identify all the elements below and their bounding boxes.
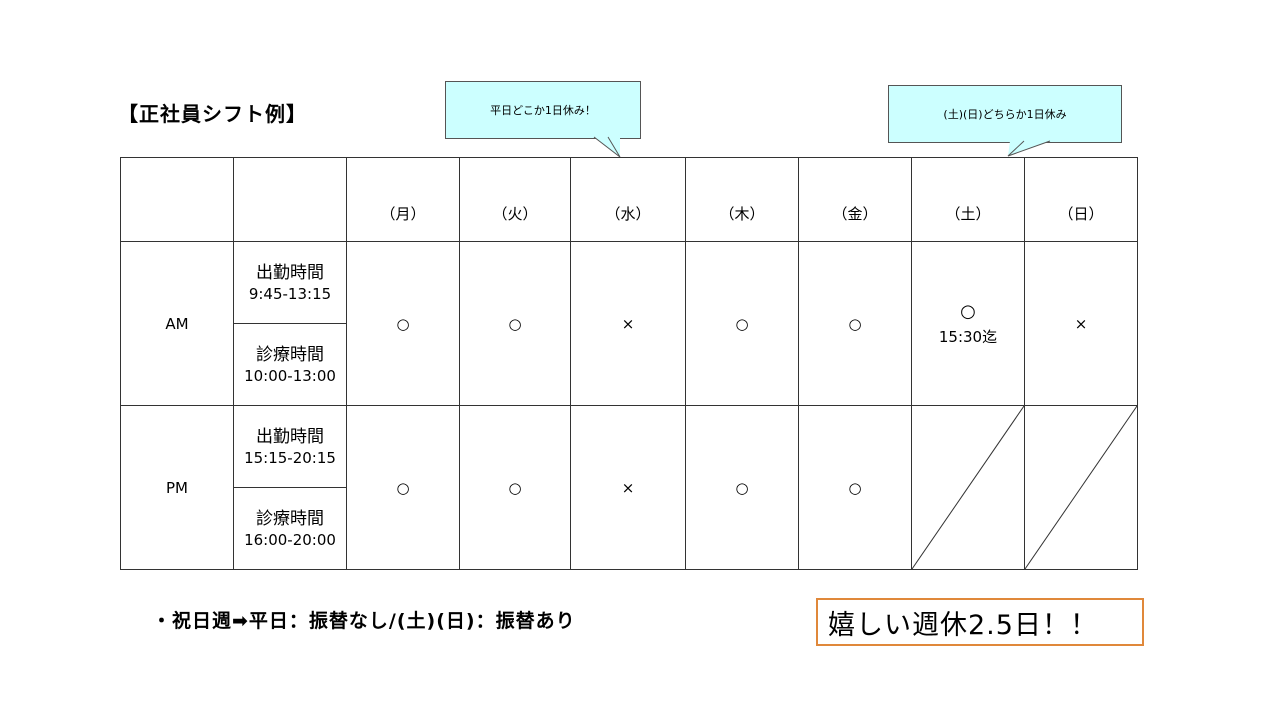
pm-mark-thu: ○ (685, 405, 799, 570)
callout-weekend: (土)(日)どちらか1日休み (888, 85, 1122, 143)
pm-mark-fri: ○ (798, 405, 912, 570)
am-mark-thu: ○ (685, 241, 799, 406)
am-clinic-label: 診療時間 (256, 344, 324, 365)
am-cell-sat: ○ 15:30迄 (911, 241, 1025, 406)
am-clinic-time: 10:00-13:00 (244, 366, 336, 385)
pm-clinic-time: 16:00-20:00 (244, 530, 336, 549)
callout-weekend-text: (土)(日)どちらか1日休み (943, 108, 1067, 121)
pm-work-row: PM 出勤時間 15:15-20:15 ○ ○ × ○ ○ (120, 405, 1138, 570)
am-mark-sat: ○ (960, 300, 976, 322)
pm-work-time: 15:15-20:15 (244, 448, 336, 467)
day-wed: （水） (570, 157, 686, 242)
shift-table: （月） （火） （水） （木） （金） （土） （日） AM 出勤時間 9:45… (120, 157, 1138, 570)
am-clinic-cell: 診療時間 10:00-13:00 (233, 323, 347, 406)
page-title: 【正社員シフト例】 (118, 102, 307, 126)
diagonal-line-sun (1025, 406, 1137, 569)
pm-mark-wed: × (570, 405, 686, 570)
pm-work-label: 出勤時間 (256, 426, 324, 447)
header-row: （月） （火） （水） （木） （金） （土） （日） (120, 157, 1138, 242)
am-label: AM (120, 241, 234, 406)
pm-label: PM (120, 405, 234, 570)
callout-weekend-tail (1007, 140, 1051, 157)
highlight-text: 嬉しい週休2.5日！！ (828, 609, 1098, 641)
pm-clinic-cell: 診療時間 16:00-20:00 (233, 487, 347, 570)
am-mark-fri: ○ (798, 241, 912, 406)
pm-clinic-row: 診療時間 16:00-20:00 (121, 487, 1138, 570)
pm-clinic-label: 診療時間 (256, 508, 324, 529)
am-mark-sun: × (1024, 241, 1138, 406)
callout-weekday: 平日どこか1日休み！ (445, 81, 641, 139)
pm-cell-sun-blank (1024, 405, 1138, 570)
day-tue: （火） (459, 157, 571, 242)
pm-work-cell: 出勤時間 15:15-20:15 (233, 405, 347, 488)
am-sat-note: 15:30迄 (938, 327, 998, 346)
am-work-row: AM 出勤時間 9:45-13:15 ○ ○ × ○ ○ ○ 15:30迄 × (120, 241, 1138, 406)
am-work-time: 9:45-13:15 (248, 284, 332, 303)
pm-mark-tue: ○ (459, 405, 571, 570)
header-empty-2 (233, 157, 347, 242)
day-mon: （月） (346, 157, 460, 242)
day-sat: （土） (911, 157, 1025, 242)
am-work-cell: 出勤時間 9:45-13:15 (233, 241, 347, 324)
am-mark-wed: × (570, 241, 686, 406)
diagonal-line-sat (912, 406, 1024, 569)
day-fri: （金） (798, 157, 912, 242)
callout-weekday-text: 平日どこか1日休み！ (490, 104, 596, 117)
day-thu: （木） (685, 157, 799, 242)
am-clinic-row: 診療時間 10:00-13:00 (121, 323, 1138, 406)
am-work-label: 出勤時間 (256, 262, 324, 283)
pm-cell-sat-blank (911, 405, 1025, 570)
am-mark-mon: ○ (346, 241, 460, 406)
highlight-box: 嬉しい週休2.5日！！ (816, 598, 1144, 646)
holiday-footnote: ・祝日週➡平日：振替なし/(土)(日)：振替あり (152, 610, 576, 632)
am-mark-tue: ○ (459, 241, 571, 406)
header-empty-1 (120, 157, 234, 242)
pm-mark-mon: ○ (346, 405, 460, 570)
day-sun: （日） (1024, 157, 1138, 242)
